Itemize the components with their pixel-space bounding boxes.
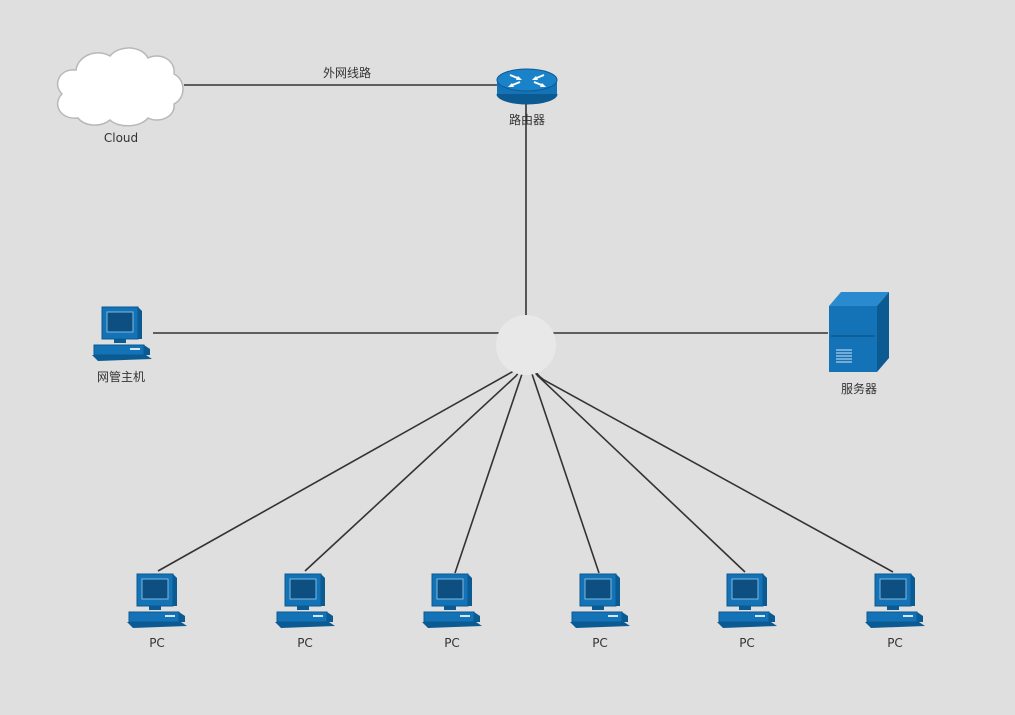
pc-icon-1	[127, 573, 187, 628]
pc-label-2: PC	[297, 636, 313, 650]
admin-computer-icon	[92, 306, 152, 361]
server-label: 服务器	[840, 382, 878, 396]
router-label: 路由器	[508, 113, 546, 127]
junction-highlight	[496, 315, 556, 375]
pc-icon-5	[717, 573, 777, 628]
junction-point	[496, 315, 556, 375]
devices	[56, 47, 925, 628]
server-icon	[829, 292, 889, 372]
pc-label-4: PC	[592, 636, 608, 650]
pc-icon-3	[422, 573, 482, 628]
pc-icon-6	[865, 573, 925, 628]
pc-label-3: PC	[444, 636, 460, 650]
admin-host-label: 网管主机	[96, 370, 146, 384]
pc-label-1: PC	[149, 636, 165, 650]
cloud-icon	[56, 47, 184, 127]
pc-icon-4	[570, 573, 630, 628]
router-icon	[496, 68, 558, 105]
wan-link-label: 外网线路	[322, 66, 372, 80]
pc-label-5: PC	[739, 636, 755, 650]
pc-label-6: PC	[887, 636, 903, 650]
pc-icon-2	[275, 573, 335, 628]
pc-link-1	[157, 333, 527, 572]
cloud-label: Cloud	[103, 131, 139, 145]
pc-link-2	[304, 333, 527, 572]
